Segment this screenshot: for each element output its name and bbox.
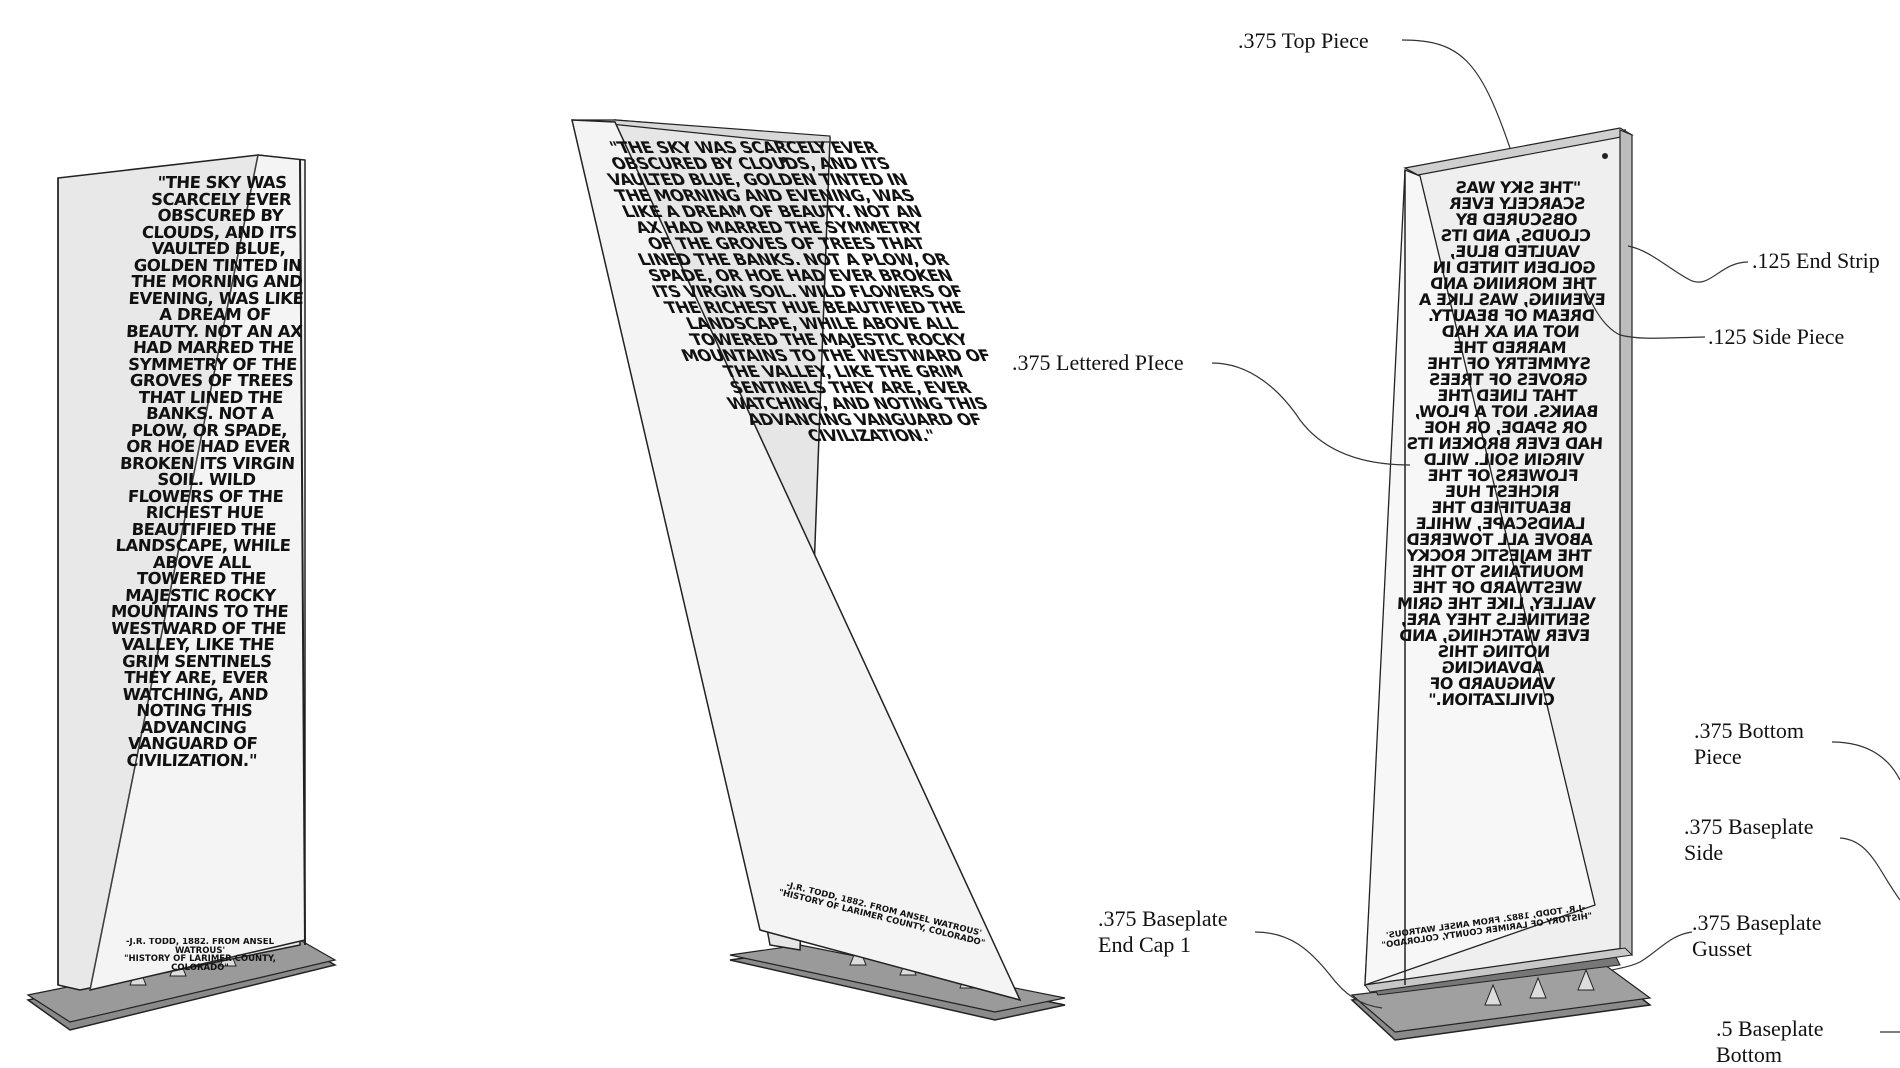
label-baseplate-bottom: .5 Baseplate Bottom <box>1716 1016 1824 1068</box>
label-baseplate-side-line2: Side <box>1684 840 1724 865</box>
sign2-bolt-hole <box>780 157 786 163</box>
sign3-gusset <box>1529 976 1547 999</box>
label-baseplate-side: .375 Baseplate Side <box>1684 814 1814 866</box>
sign3-lettered-piece <box>1364 169 1596 986</box>
label-end-cap: .375 Baseplate End Cap 1 <box>1098 906 1228 958</box>
sign3-inscription: "THE SKY WAS SCARCELY EVER OBSCURED BY C… <box>1397 180 1607 709</box>
sign3-gusset <box>1484 983 1502 1006</box>
label-bottom-piece-line2: Piece <box>1694 744 1742 769</box>
sign1-attribution-line2: "HISTORY OF LARIMER COUNTY, COLORADO" <box>124 954 276 973</box>
leader-lettered-piece <box>1211 362 1411 466</box>
label-baseplate-bottom-line1: .5 Baseplate <box>1716 1016 1824 1041</box>
leader-end-cap <box>1254 931 1383 1009</box>
leader-bottom-piece <box>1831 741 1900 781</box>
label-gusset-line2: Gusset <box>1692 936 1752 961</box>
label-end-cap-line2: End Cap 1 <box>1098 932 1191 957</box>
label-end-strip: .125 End Strip <box>1752 248 1880 273</box>
label-bottom-piece-line1: .375 Bottom <box>1694 718 1805 743</box>
label-top-piece: .375 Top Piece <box>1238 28 1369 53</box>
leader-baseplate-side <box>1839 837 1900 901</box>
leader-top-piece <box>1401 39 1511 149</box>
sign-view-2 <box>571 119 1066 1021</box>
label-end-cap-line1: .375 Baseplate <box>1098 906 1228 931</box>
sign-view-3 <box>1350 127 1652 1041</box>
sign1-attribution: -J.R. TODD, 1882. FROM ANSEL WATROUS'"HI… <box>100 938 300 978</box>
label-gusset: .375 Baseplate Gusset <box>1692 910 1822 962</box>
leader-gusset <box>1611 931 1693 971</box>
label-baseplate-side-line1: .375 Baseplate <box>1684 814 1814 839</box>
label-baseplate-bottom-line2: Bottom <box>1716 1042 1783 1067</box>
label-bottom-piece: .375 Bottom Piece <box>1694 718 1804 770</box>
label-side-piece: .125 Side Piece <box>1708 324 1845 349</box>
sign1-attribution-line1: -J.R. TODD, 1882. FROM ANSEL WATROUS' <box>125 938 274 956</box>
label-gusset-line1: .375 Baseplate <box>1692 910 1822 935</box>
leader-side-piece <box>1579 277 1706 339</box>
sign2-lettered-piece <box>571 119 1022 1002</box>
sign3-end-strip <box>1619 129 1633 956</box>
sign3-bottom-piece <box>1364 947 1634 993</box>
sign3-gusset <box>1577 968 1595 991</box>
sign2-baseplate-top <box>729 944 1066 1013</box>
leader-lines <box>1211 39 1900 1033</box>
sign3-bolt-hole <box>1602 153 1608 159</box>
label-lettered-piece: .375 Lettered PIece <box>1012 350 1184 375</box>
leader-end-strip <box>1627 245 1749 283</box>
sign1-end-strip <box>299 159 306 946</box>
sign1-edge <box>89 154 259 991</box>
sign2-top-piece <box>571 119 831 143</box>
sign-view-1 <box>26 154 338 1031</box>
